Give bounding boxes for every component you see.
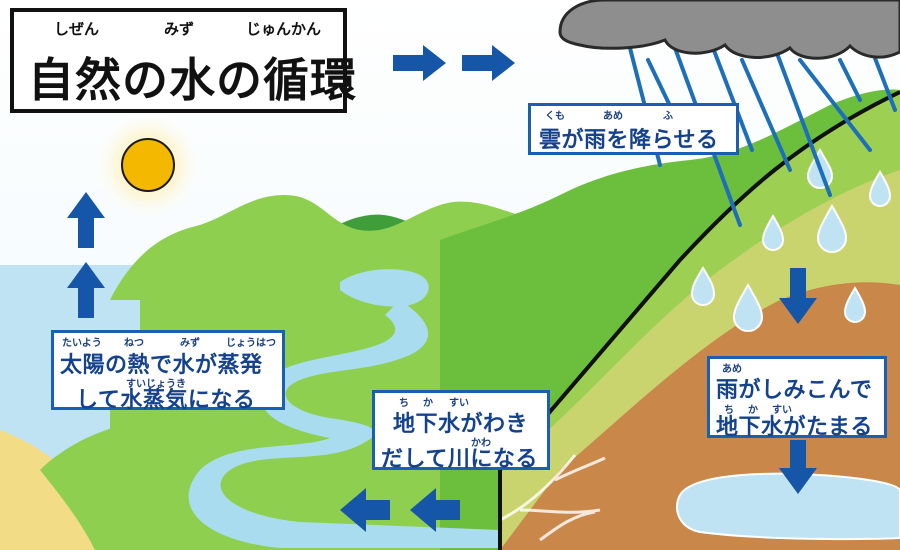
arrow-down-icon: [779, 268, 817, 324]
arrow-left-icon: [340, 488, 390, 532]
evaporation-ruby: みず: [180, 338, 200, 349]
river: [188, 300, 500, 548]
groundwater-river-text-line2: だして川になる: [381, 447, 538, 472]
groundwater-river-text-line1: 地下水がわき: [393, 412, 529, 437]
groundwater-pool: [675, 472, 900, 541]
page-title: 自然の水の循環: [28, 53, 357, 107]
clouds-ruby: あめ: [603, 111, 623, 122]
evaporation-ruby: すいじょうき: [126, 379, 186, 390]
sun-icon: [121, 138, 175, 192]
title-ruby: しぜん: [54, 20, 100, 38]
arrow-down-icon: [779, 440, 817, 494]
rain-soak-text-line2: 地下水がたまる: [716, 415, 873, 440]
arrow-left-icon: [410, 488, 460, 532]
clouds-label: くも あめ ふ 雲が雨を降らせる: [528, 103, 739, 155]
evaporation-ruby: たいよう: [62, 338, 102, 349]
evaporation-ruby: ねつ: [124, 338, 144, 349]
evaporation-text-line1: 太陽の熱で水が蒸発: [60, 353, 263, 378]
groundwater-river-label: ち か すい 地下水がわき かわ だして川になる: [372, 390, 550, 472]
groundwater-river-ruby: か: [423, 398, 433, 409]
rain-soak-ruby: か: [748, 405, 758, 416]
rain-soak-text-line1: 雨がしみこんで: [716, 378, 873, 403]
groundwater-river-ruby: ち: [399, 398, 409, 409]
shore-grass: [40, 420, 180, 550]
title-ruby: みず: [164, 20, 195, 38]
arrow-right-icon: [462, 45, 515, 81]
spring-channels: [499, 454, 606, 542]
rain-soak-ruby: ち: [724, 405, 734, 416]
clouds-ruby: くも: [545, 111, 565, 122]
clouds-text: 雲が雨を降らせる: [539, 128, 719, 153]
groundwater-river-ruby: すい: [449, 398, 469, 409]
title-ruby: じゅんかん: [246, 20, 322, 38]
rain-soak-ruby: あめ: [722, 364, 742, 375]
rain-cloud: [558, 0, 900, 60]
flow-arrows: [67, 45, 817, 532]
rain-soak-ruby: すい: [772, 405, 792, 416]
arrow-right-icon: [393, 45, 446, 81]
rain-soak-label: あめ 雨がしみこんで ち か すい 地下水がたまる: [707, 356, 887, 440]
arrow-up-icon: [67, 262, 105, 318]
mountain-lake: [340, 269, 429, 307]
title-box: しぜん みず じゅんかん 自然の水の循環: [10, 8, 356, 113]
evaporation-ruby: じょうはつ: [226, 338, 276, 349]
evaporation-text-line2: して水蒸気になる: [76, 388, 256, 413]
evaporation-label: たいよう ねつ みず じょうはつ 太陽の熱で水が蒸発 すいじょうき して水蒸気に…: [51, 330, 285, 413]
groundwater-river-ruby: かわ: [471, 438, 491, 449]
clouds-ruby: ふ: [663, 111, 673, 122]
arrow-up-icon: [67, 192, 105, 248]
